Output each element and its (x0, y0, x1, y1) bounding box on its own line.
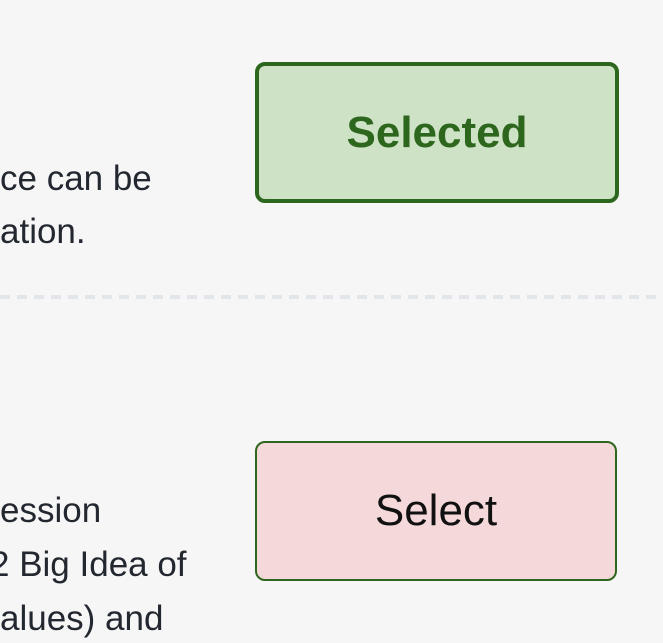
row-divider (0, 295, 663, 299)
row-2-description: ession 2 Big Idea of alues) and (0, 484, 187, 643)
select-button[interactable]: Select (255, 441, 617, 581)
description-line: ession (0, 491, 102, 530)
description-line: ce can be (0, 159, 152, 198)
description-line: ation. (0, 212, 86, 251)
description-line: 2 Big Idea of (0, 545, 187, 584)
row-1-description: ce can be ation. (0, 152, 152, 258)
selected-button[interactable]: Selected (255, 62, 619, 203)
description-line: alues) and (0, 599, 164, 638)
